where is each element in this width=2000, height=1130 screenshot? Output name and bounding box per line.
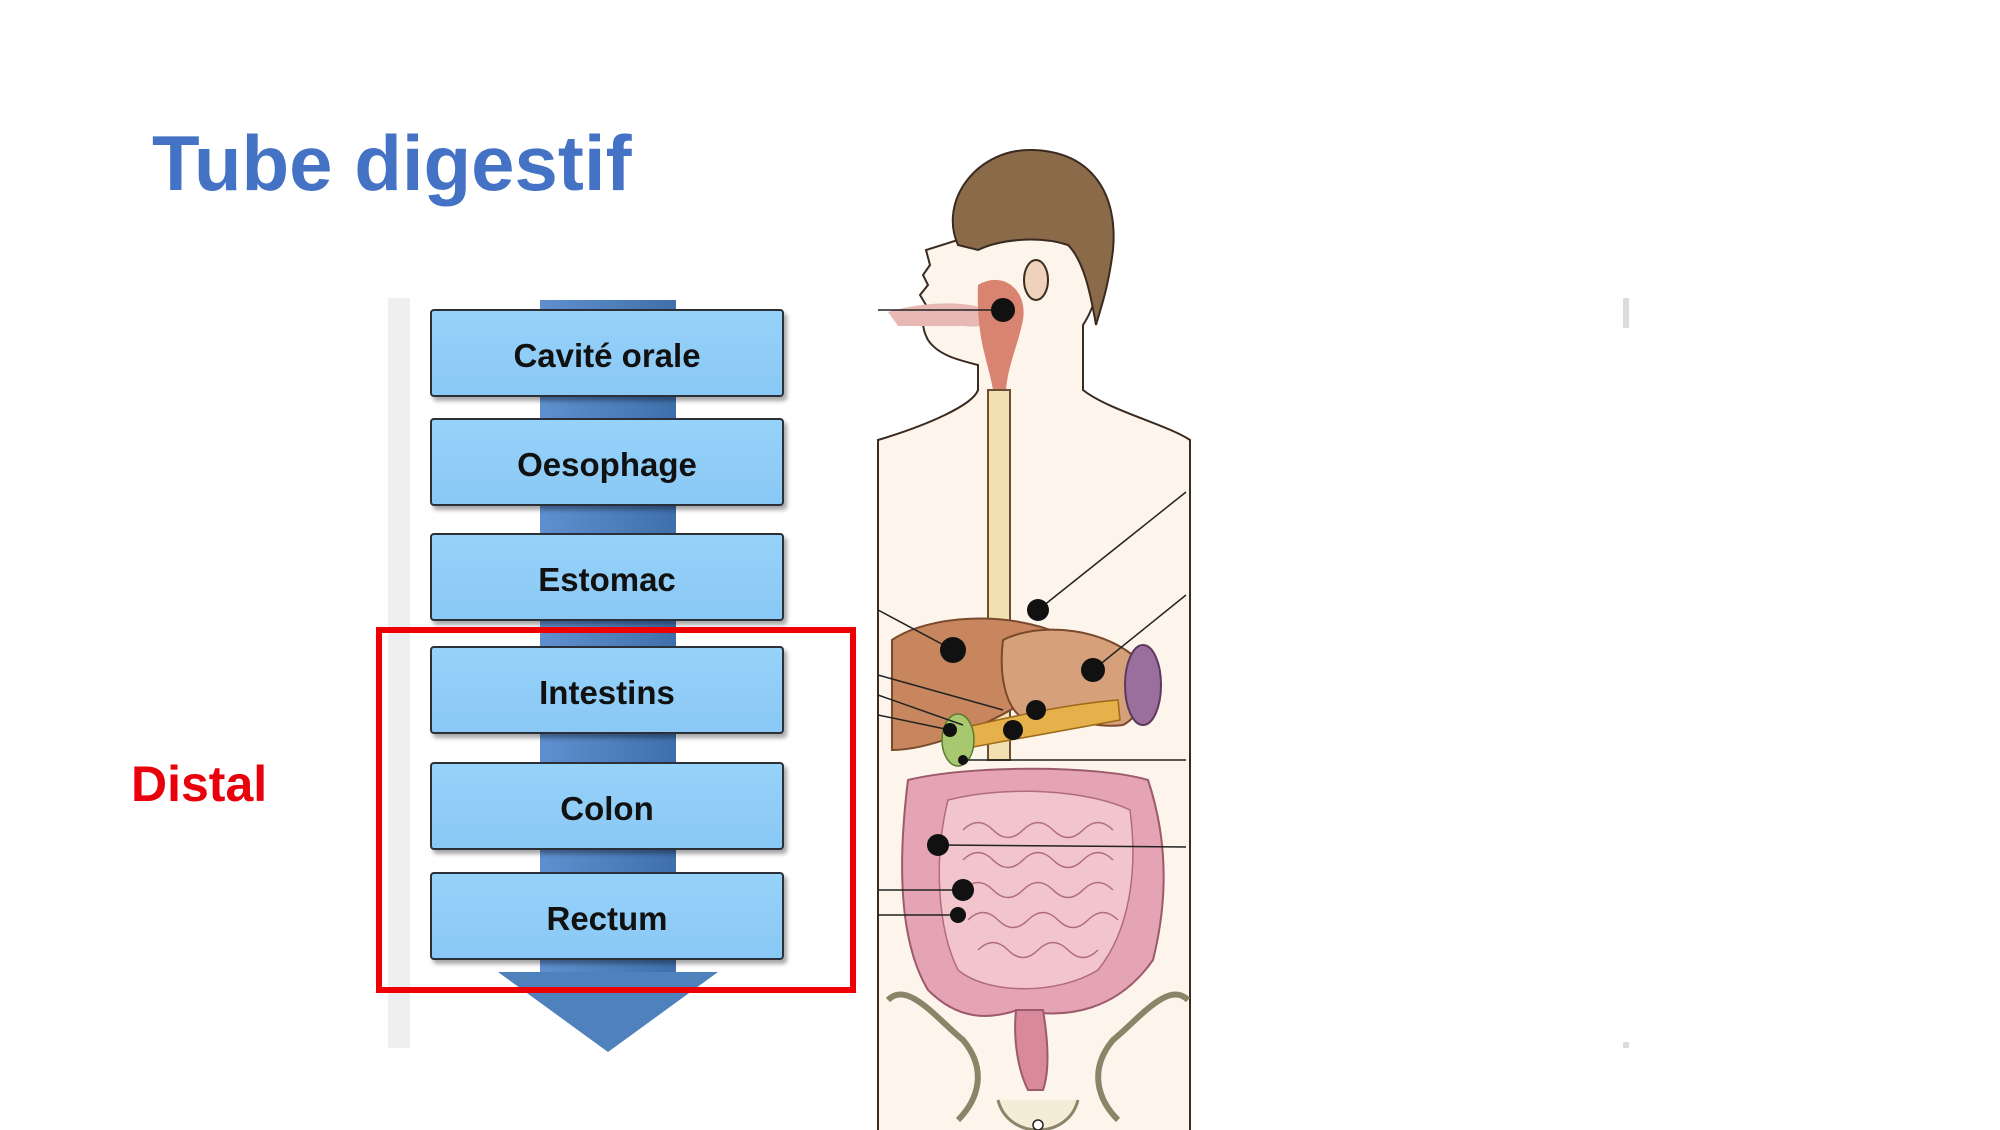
slide-title: Tube digestif	[152, 119, 632, 207]
tick-mark-bottom	[1623, 1042, 1629, 1048]
step-box-rectum: Rectum	[430, 872, 784, 960]
step-label: Colon	[560, 790, 654, 827]
marker-duodenum	[1003, 720, 1023, 740]
step-label: Rectum	[546, 900, 668, 937]
marker-cecum	[952, 879, 974, 901]
marker-appendix	[950, 907, 966, 923]
marker-stomach	[1081, 658, 1105, 682]
ear	[1023, 259, 1049, 301]
step-label: Cavité orale	[513, 337, 701, 374]
step-box-oral-cavity: Cavité orale	[430, 309, 784, 397]
tick-mark-top	[1623, 298, 1629, 328]
marker-oral-cavity	[991, 298, 1015, 322]
pelvis	[885, 991, 1191, 1123]
flow-panel-background	[388, 298, 410, 1048]
step-box-intestines: Intestins	[430, 646, 784, 734]
marker-liver	[940, 637, 966, 663]
step-box-colon: Colon	[430, 762, 784, 850]
marker-colon	[927, 834, 949, 856]
digestive-anatomy-illustration	[877, 148, 1191, 1130]
step-label: Estomac	[538, 561, 676, 598]
marker-gallbladder	[943, 723, 957, 737]
spleen	[1124, 644, 1162, 726]
pancreas	[952, 699, 1121, 751]
distal-label: Distal	[131, 756, 268, 812]
hair	[951, 148, 1115, 326]
step-box-stomach: Estomac	[430, 533, 784, 621]
pharynx	[888, 303, 998, 327]
gallbladder	[941, 713, 975, 767]
distal-highlight-frame	[376, 627, 856, 993]
rectum	[1014, 1009, 1049, 1091]
marker-bile-duct	[958, 755, 968, 765]
step-label: Intestins	[539, 674, 675, 711]
step-label: Oesophage	[517, 446, 697, 483]
marker-pancreas	[1026, 700, 1046, 720]
marker-esophagus	[1027, 599, 1049, 621]
step-box-esophagus: Oesophage	[430, 418, 784, 506]
marker-anus	[1032, 1119, 1044, 1130]
small-intestine	[938, 790, 1134, 990]
